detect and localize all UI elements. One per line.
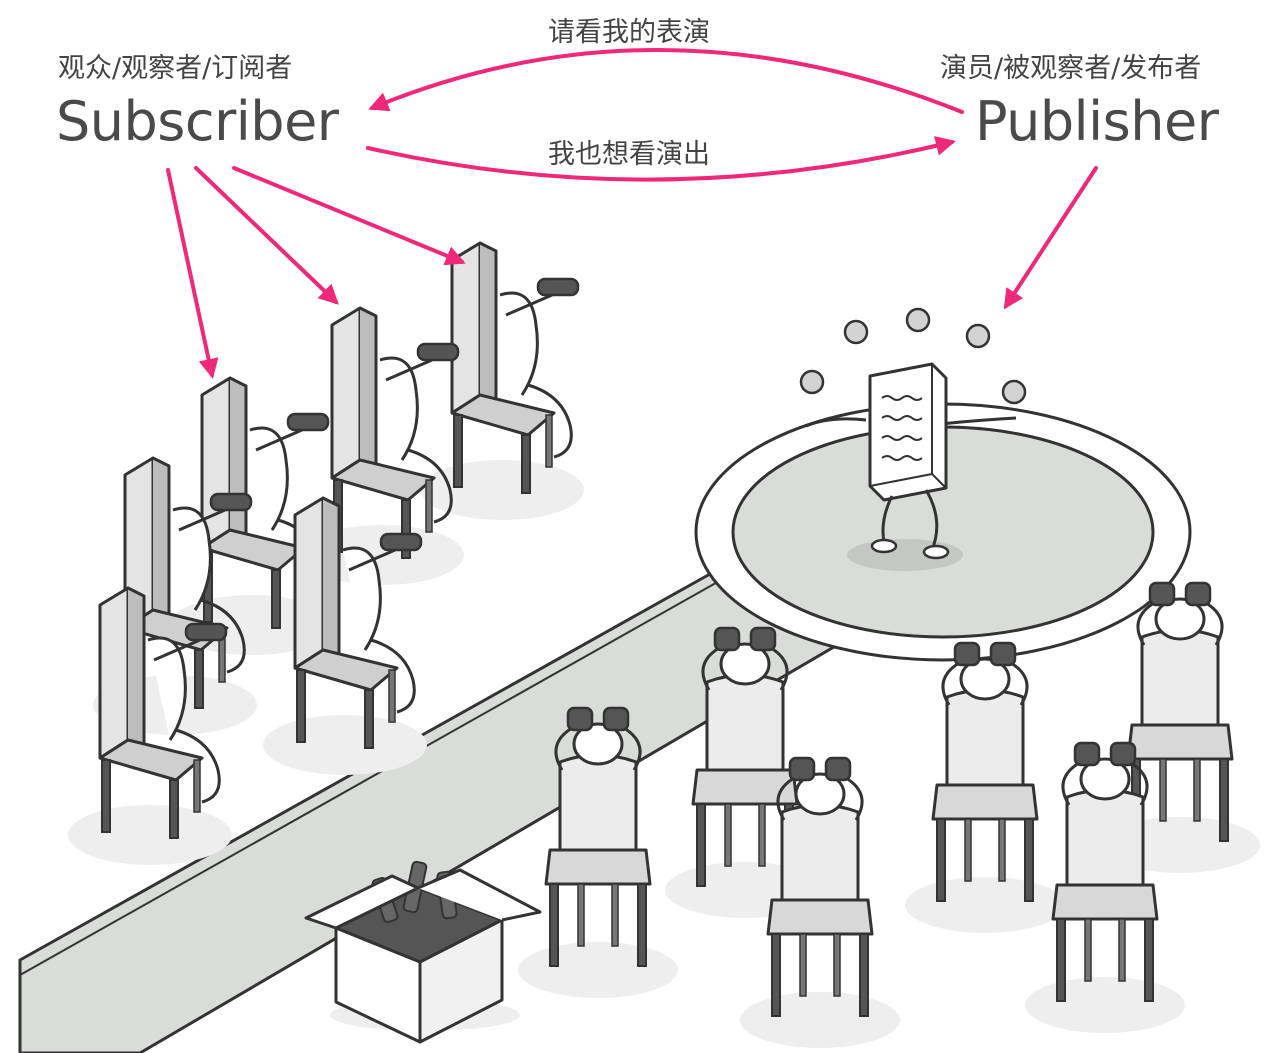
binocular-viewer-icon — [903, 641, 1067, 935]
arrow-publisher-to-stage — [1003, 166, 1098, 310]
runway — [18, 558, 882, 1053]
arrow-subscriber-to-publisher — [366, 136, 956, 182]
subscriber-caption: 观众/观察者/订阅者 — [58, 53, 293, 84]
stage — [694, 402, 1192, 662]
notification-arrows — [166, 48, 1098, 379]
arrow-subscriber-to-viewer-3 — [232, 166, 466, 266]
message-bottom: 我也想看演出 — [548, 139, 710, 170]
binoculars-box-icon — [304, 860, 542, 1044]
arrow-publisher-to-subscriber — [368, 48, 964, 114]
publisher-title: Publisher — [975, 90, 1219, 153]
subscriber-title: Subscriber — [56, 90, 339, 153]
publisher-caption: 演员/被观察者/发布者 — [940, 53, 1202, 84]
juggling-document-icon — [799, 307, 1027, 560]
message-top: 请看我的表演 — [548, 17, 710, 48]
arrow-subscriber-to-viewer-2 — [194, 166, 339, 305]
arrow-subscriber-to-viewer-1 — [166, 168, 219, 379]
